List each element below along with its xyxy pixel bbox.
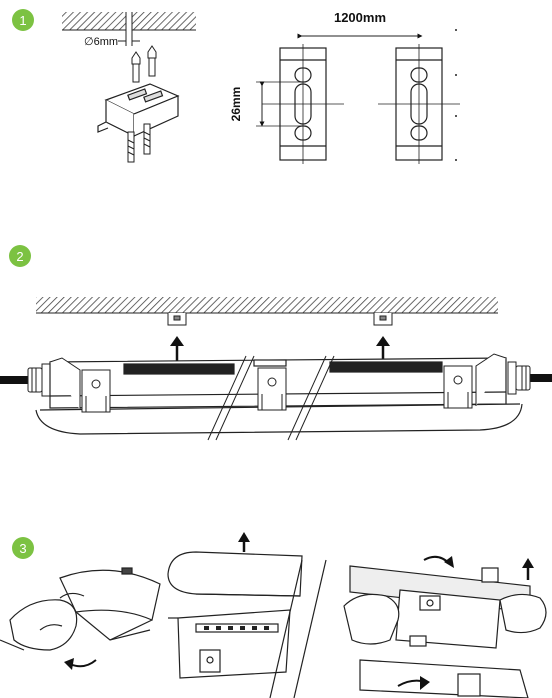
ceiling-drill-detail: ∅6mm bbox=[62, 12, 196, 48]
up-arrow-left-icon bbox=[170, 336, 184, 362]
up-arrow-cover-icon bbox=[238, 532, 250, 552]
spacing-label: 1200mm bbox=[334, 10, 386, 25]
panel-remove-gear-tray bbox=[343, 565, 547, 698]
up-arrow-tray-icon bbox=[522, 558, 534, 580]
end-cap-right bbox=[475, 353, 507, 406]
fixture-clip-right bbox=[443, 365, 473, 409]
rotate-arrow-top-icon bbox=[423, 555, 454, 568]
rotate-arrow-bottom-icon bbox=[397, 676, 430, 690]
power-cable-right bbox=[530, 374, 552, 382]
spacing-dimension: 1200mm bbox=[297, 10, 423, 39]
ceiling-clip-left bbox=[167, 313, 187, 326]
step-3-badge: 3 bbox=[12, 537, 34, 559]
panel-lift-cover bbox=[167, 551, 303, 679]
fixture-clip-center bbox=[257, 367, 287, 411]
power-cable-left bbox=[0, 376, 30, 384]
mounting-clip-icon bbox=[97, 83, 180, 137]
edge-marks bbox=[455, 29, 457, 161]
cable-gland-left bbox=[27, 363, 51, 397]
length-break-left bbox=[207, 355, 255, 441]
fixture-clip-left bbox=[81, 369, 111, 413]
svg-text:2: 2 bbox=[16, 249, 23, 264]
bracket-plate-left bbox=[262, 44, 344, 164]
drill-diameter-label: ∅6mm bbox=[84, 36, 118, 48]
step-3: 3 bbox=[0, 532, 547, 698]
wall-plugs-icon bbox=[131, 45, 157, 83]
step-2-badge: 2 bbox=[9, 245, 31, 267]
end-cap-left bbox=[49, 357, 81, 410]
rotate-arrow-left-icon bbox=[64, 658, 97, 670]
ceiling bbox=[36, 297, 498, 314]
step-1: 1 ∅6mm bbox=[12, 9, 460, 164]
svg-text:3: 3 bbox=[19, 541, 26, 556]
up-arrow-right-icon bbox=[376, 336, 390, 362]
step-2: 2 bbox=[0, 245, 552, 441]
slot-height-dimension: 26mm bbox=[229, 81, 300, 127]
panel-open-end-cap bbox=[0, 567, 161, 651]
length-break-right bbox=[287, 355, 335, 441]
screws-icon bbox=[127, 123, 151, 163]
bracket-plate-right bbox=[378, 44, 460, 164]
panel-divider bbox=[269, 559, 327, 698]
ceiling-clip-right bbox=[373, 313, 393, 326]
svg-text:1: 1 bbox=[19, 13, 26, 28]
cable-gland-right bbox=[507, 361, 531, 395]
slot-height-label: 26mm bbox=[229, 87, 243, 122]
step-1-badge: 1 bbox=[12, 9, 34, 31]
